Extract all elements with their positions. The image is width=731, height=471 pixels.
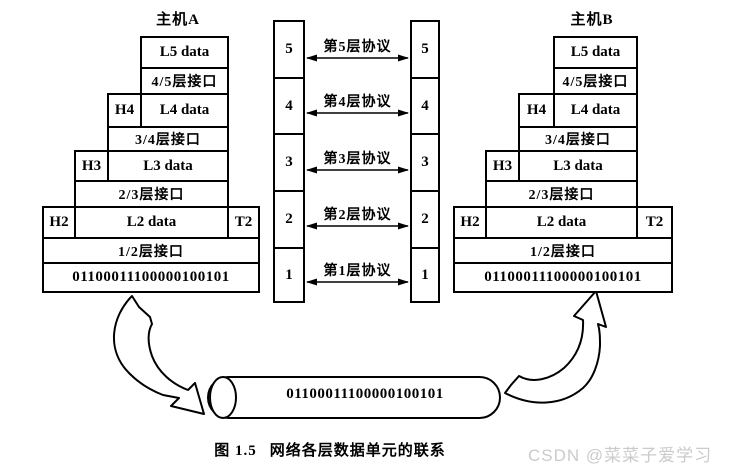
host-b-h3-box: H3: [485, 150, 520, 182]
host-b-if45-box: 4/5层接口: [553, 67, 638, 95]
host-a-bitstream-box: 01100011100000100101: [42, 262, 260, 293]
host-a-l3-data-box: L3 data: [107, 150, 229, 182]
host-a-h3-box: H3: [74, 150, 109, 182]
host-a-if12-box: 1/2层接口: [42, 237, 260, 264]
level-cell: 5: [273, 20, 305, 79]
host-a-t2-box: T2: [227, 206, 260, 239]
host-a-if23-box: 2/3层接口: [74, 180, 229, 208]
host-a-l2-data-box: L2 data: [74, 206, 229, 239]
protocol-label-layer5: 第5层协议: [323, 40, 392, 55]
host-a-h2-box: H2: [42, 206, 76, 239]
host-a-l4-data-box: L4 data: [140, 93, 229, 128]
host-b-h4-box: H4: [518, 93, 555, 128]
host-b-t2-box: T2: [636, 206, 673, 239]
host-b-bitstream-box: 01100011100000100101: [453, 262, 673, 293]
transmission-pipe: [207, 376, 501, 419]
figure-caption: 图 1.5 网络各层数据单元的联系: [200, 439, 460, 460]
host-b-h2-box: H2: [453, 206, 487, 239]
level-cell: 1: [410, 247, 440, 303]
host-b-l3-data-box: L3 data: [518, 150, 638, 182]
host-b-title: 主机B: [570, 12, 614, 28]
decapsulation-arrow-up-icon: [504, 290, 607, 404]
protocol-label-layer4: 第4层协议: [323, 95, 392, 110]
host-b-if23-box: 2/3层接口: [485, 180, 638, 208]
host-a-if34-box: 3/4层接口: [107, 126, 229, 152]
figure-number: 图 1.5: [214, 443, 257, 459]
level-cell: 1: [273, 247, 305, 303]
encapsulation-arrow-down-icon: [113, 295, 205, 415]
level-cell: 3: [410, 133, 440, 192]
level-cell: 2: [410, 190, 440, 249]
host-a-l5-data-box: L5 data: [140, 36, 229, 69]
host-a-title: 主机A: [156, 12, 200, 28]
protocol-label-layer3: 第3层协议: [323, 152, 392, 167]
host-b-if12-box: 1/2层接口: [453, 237, 673, 264]
protocol-label-layer1: 第1层协议: [323, 264, 392, 279]
level-cell: 4: [273, 77, 305, 135]
level-cell: 5: [410, 20, 440, 79]
pipe-left-cap: [209, 376, 237, 419]
host-a-h4-box: H4: [107, 93, 142, 128]
protocol-label-layer2: 第2层协议: [323, 208, 392, 223]
host-b-l5-data-box: L5 data: [553, 36, 638, 69]
host-a-if45-box: 4/5层接口: [140, 67, 229, 95]
level-cell: 4: [410, 77, 440, 135]
csdn-watermark: CSDN @菜菜子爱学习: [528, 446, 713, 465]
host-b-l2-data-box: L2 data: [485, 206, 638, 239]
host-b-if34-box: 3/4层接口: [518, 126, 638, 152]
level-cell: 3: [273, 133, 305, 192]
level-cell: 2: [273, 190, 305, 249]
pipe-bitstream: 01100011100000100101: [286, 386, 444, 402]
host-b-l4-data-box: L4 data: [553, 93, 638, 128]
figure-title: 网络各层数据单元的联系: [269, 443, 446, 459]
